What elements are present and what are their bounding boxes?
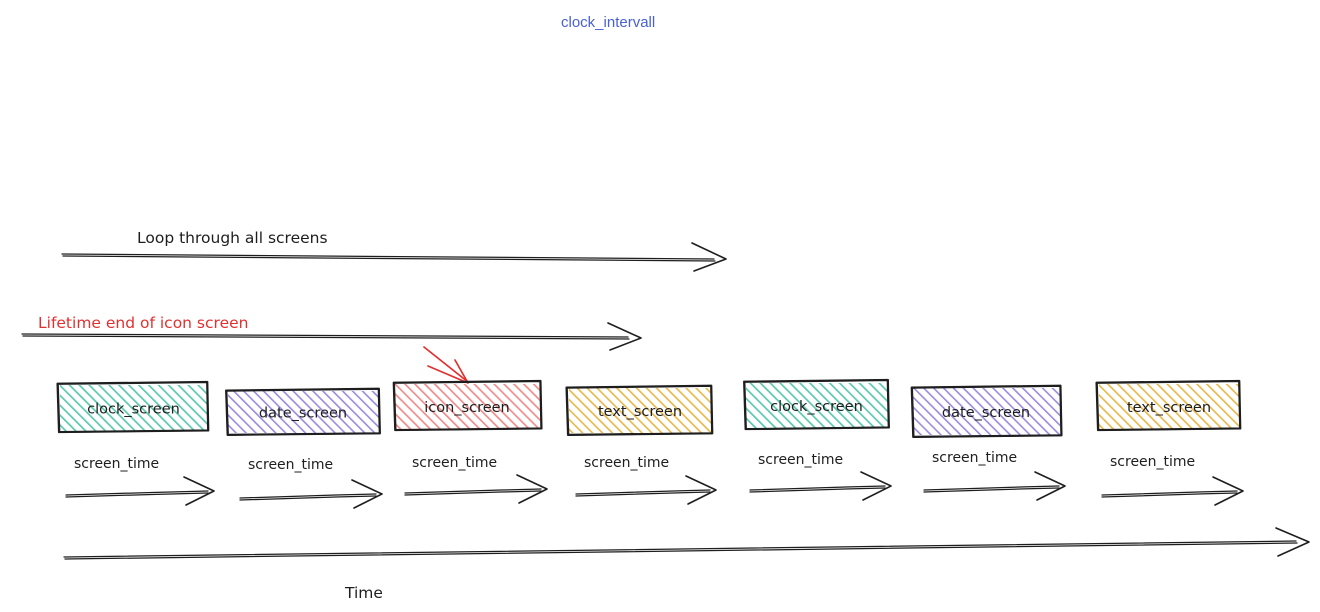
screen-box-border bbox=[1095, 380, 1241, 431]
screen-box-fill bbox=[1099, 384, 1240, 429]
screen-box-fill bbox=[60, 385, 208, 431]
screen-time-arrow-head-icon bbox=[1034, 471, 1066, 501]
screen-time-group: screen_time screen_time screen_time screen_… bbox=[65, 450, 1244, 509]
screen-box-label: clock_screen bbox=[770, 399, 863, 415]
screen-time-arrow-shaft bbox=[575, 489, 711, 495]
screen-time-item: screen_time bbox=[749, 452, 892, 501]
screen-time-arrow-shaft bbox=[239, 495, 377, 501]
screen-time-label: screen_time bbox=[248, 457, 333, 473]
lifetime-annotation: Lifetime end of icon screen bbox=[21, 314, 642, 351]
lifetime-arrow-label: Lifetime end of icon screen bbox=[38, 314, 248, 332]
screen-box-border bbox=[565, 385, 713, 436]
screen-time-arrow-head-icon bbox=[860, 471, 892, 501]
loop-arrow-icon bbox=[61, 242, 727, 272]
screen-time-item: screen_time bbox=[239, 457, 383, 509]
screen-box-fill bbox=[913, 388, 1060, 435]
screen-box-border bbox=[911, 385, 1063, 438]
screen-time-arrow-shaft bbox=[575, 491, 711, 497]
screen-time-arrow-shaft bbox=[1101, 492, 1238, 498]
screen-time-item: screen_time bbox=[923, 450, 1066, 501]
screen-box-group: clock_screen date_screen icon_screen text_s… bbox=[56, 378, 1242, 438]
screen-time-arrow-shaft bbox=[65, 492, 209, 498]
screen-box-fill bbox=[228, 391, 379, 433]
screen-box-fill bbox=[746, 383, 888, 428]
screen-time-label: screen_time bbox=[412, 455, 497, 471]
lifetime-arrow-icon bbox=[21, 322, 642, 351]
screen-time-label: screen_time bbox=[74, 456, 159, 472]
screen-time-arrow-shaft bbox=[923, 487, 1060, 493]
screen-time-item: screen_time bbox=[65, 456, 215, 506]
screen-time-item: screen_time bbox=[404, 455, 548, 504]
screen-time-label: screen_time bbox=[1110, 454, 1195, 470]
screen-box[interactable]: clock_screen bbox=[56, 380, 210, 434]
loop-arrow-label: Loop through all screens bbox=[137, 229, 328, 247]
screen-box[interactable]: clock_screen bbox=[743, 378, 890, 431]
screen-time-arrow-shaft bbox=[749, 487, 886, 493]
screen-box[interactable]: text_screen bbox=[565, 384, 714, 436]
screen-box-label: date_screen bbox=[942, 405, 1030, 421]
screen-box-fill bbox=[569, 388, 712, 433]
screen-box[interactable]: date_screen bbox=[225, 387, 381, 436]
screen-time-label: screen_time bbox=[758, 452, 843, 468]
screen-time-arrow-shaft bbox=[404, 488, 542, 494]
screen-box[interactable]: icon_screen bbox=[392, 379, 543, 432]
screen-time-arrow-shaft bbox=[1101, 490, 1238, 496]
screen-time-item: screen_time bbox=[575, 455, 717, 505]
icon-screen-pointer-arrow-icon bbox=[423, 346, 469, 384]
screen-box-label: text_screen bbox=[1127, 400, 1211, 416]
screen-box-label: icon_screen bbox=[424, 400, 510, 416]
screen-time-arrow-shaft bbox=[404, 490, 542, 496]
screen-box-label: clock_screen bbox=[87, 402, 180, 418]
screen-box-fill bbox=[395, 384, 540, 429]
screen-time-arrow-shaft bbox=[65, 490, 209, 496]
screen-time-arrow-head-icon bbox=[183, 476, 215, 506]
screen-box[interactable]: date_screen bbox=[910, 384, 1063, 438]
screen-time-item: screen_time bbox=[1101, 454, 1244, 506]
screen-time-arrow-shaft bbox=[239, 493, 377, 499]
screen-box-label: text_screen bbox=[598, 404, 682, 420]
screen-time-label: screen_time bbox=[932, 450, 1017, 466]
screen-time-arrow-head-icon bbox=[685, 475, 717, 505]
screen-box-border bbox=[393, 380, 543, 431]
screen-box[interactable]: text_screen bbox=[1095, 379, 1242, 432]
screen-box-border bbox=[56, 381, 209, 433]
screen-time-arrow-head-icon bbox=[516, 474, 548, 504]
screen-time-arrow-head-icon bbox=[1212, 476, 1244, 506]
time-axis: Time bbox=[63, 527, 1310, 602]
screen-time-arrow-shaft bbox=[749, 485, 886, 491]
diagram-title: clock_intervall bbox=[561, 14, 655, 31]
screen-box-border bbox=[743, 379, 890, 430]
time-axis-label: Time bbox=[344, 584, 383, 602]
screen-time-arrow-shaft bbox=[923, 485, 1060, 491]
screen-time-label: screen_time bbox=[584, 455, 669, 471]
screen-time-arrow-head-icon bbox=[351, 479, 383, 509]
screen-box-label: date_screen bbox=[259, 406, 347, 422]
screen-box-border bbox=[225, 388, 381, 436]
loop-annotation: Loop through all screens bbox=[61, 229, 727, 272]
